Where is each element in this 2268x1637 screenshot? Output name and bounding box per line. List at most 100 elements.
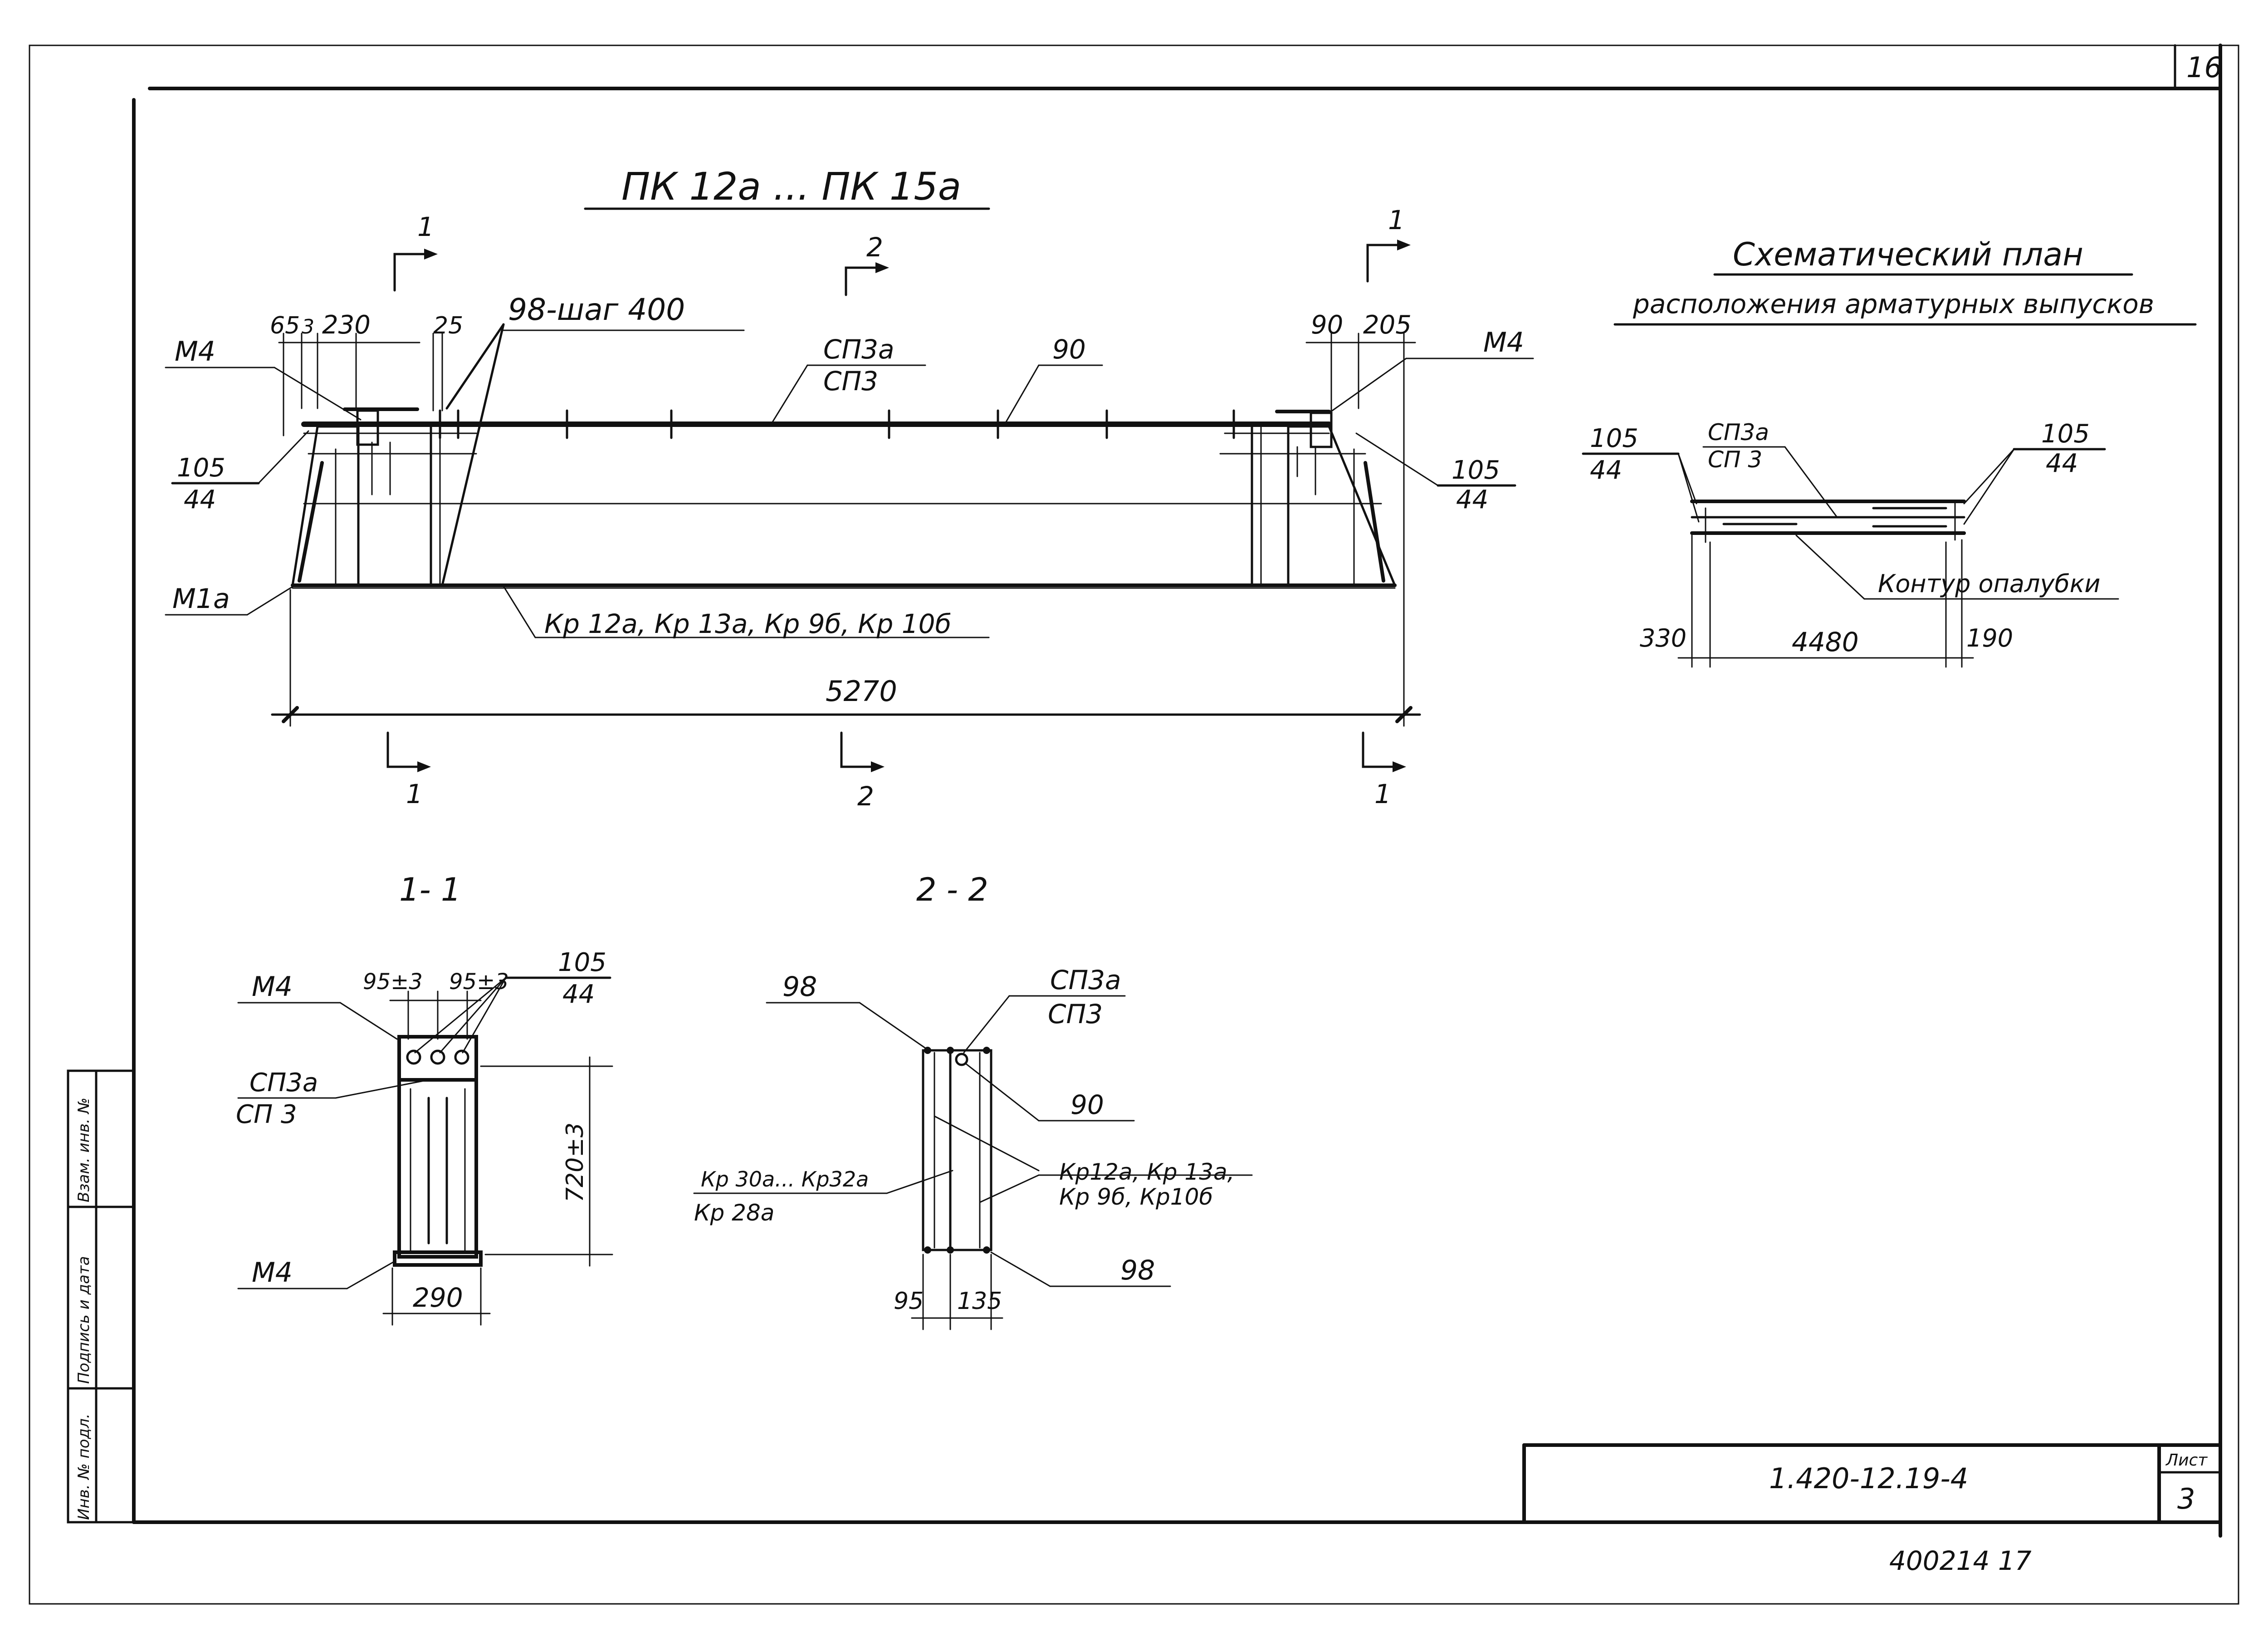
ref-44-right: 44 xyxy=(1456,485,1488,515)
leader xyxy=(934,1115,1040,1171)
ref-44-left: 44 xyxy=(184,485,216,515)
s22-sp3: СП3 xyxy=(1048,999,1103,1029)
side-stamp-replacement: Взам. инв. № xyxy=(75,1098,93,1202)
leader xyxy=(965,1063,1040,1122)
section-arrow xyxy=(417,761,431,772)
section-mark-label: 1 xyxy=(1374,779,1391,809)
leader xyxy=(339,1002,398,1040)
leader xyxy=(1963,448,2015,525)
plan-dim-330: 330 xyxy=(1640,624,1686,652)
leader xyxy=(246,584,296,616)
s22-frames-left-2: Кр 28а xyxy=(694,1200,774,1226)
sheet-number: 3 xyxy=(2177,1482,2195,1515)
section-arrow xyxy=(875,262,889,273)
section-marks-top: 1 2 1 xyxy=(393,205,1411,296)
m4-left-label: М4 xyxy=(175,336,215,368)
bar-step-label: 98-шаг 400 xyxy=(508,292,685,327)
s11-sp3a: СП3а xyxy=(249,1068,318,1098)
right-end-edge xyxy=(1364,461,1385,583)
bar-90-label: 90 xyxy=(1052,334,1086,365)
plan-ref-105-left: 105 xyxy=(1590,424,1638,453)
section-arrow xyxy=(1397,240,1411,250)
elevation-callouts: М4 105 44 М1а СП3а СП3 90 М4 105 44 xyxy=(165,327,1534,639)
section-mark-label: 2 xyxy=(866,232,883,263)
right-embedded-plate-m4 xyxy=(1310,412,1333,448)
dim-95-a: 95±3 xyxy=(363,969,423,995)
s11-m4-bottom: М4 xyxy=(252,1257,293,1289)
section-arrow xyxy=(424,249,438,260)
schematic-plan: Схематический план расположения арматурн… xyxy=(1582,236,2197,668)
section-2-2-body xyxy=(922,1049,992,1251)
section-mark-left-top xyxy=(393,253,425,292)
leader xyxy=(859,1002,926,1049)
leader xyxy=(346,1260,396,1289)
elevation-bar-ticks xyxy=(439,409,1235,439)
s22-bar-98-bottom: 98 xyxy=(1120,1255,1155,1286)
title-text: ПК 12а ... ПК 15а xyxy=(621,164,961,209)
bar-step-leader-1 xyxy=(445,323,505,410)
rod-dot xyxy=(947,1246,954,1254)
s22-frames-right-2: Кр 9б, Кр10б xyxy=(1059,1184,1213,1210)
footer-number: 400214 17 xyxy=(1889,1545,2032,1576)
plan-dim-4480: 4480 xyxy=(1792,627,1859,657)
elevation-top-dims: 65 3 230 25 98-шаг 400 90 205 xyxy=(270,292,1416,654)
dim-total: 5270 xyxy=(826,675,897,708)
section-mark-middle-top xyxy=(845,266,877,296)
section-arrow xyxy=(871,761,885,772)
dim-25: 25 xyxy=(433,312,463,339)
bar-step-leader-2 xyxy=(441,323,505,587)
rod-dot xyxy=(983,1246,990,1254)
dim-65: 65 xyxy=(270,312,300,339)
leader xyxy=(770,364,808,425)
section-arrow xyxy=(1393,761,1406,772)
s22-bar-90: 90 xyxy=(1070,1089,1104,1120)
leader xyxy=(462,977,507,1054)
leader xyxy=(414,977,507,1054)
dim-230: 230 xyxy=(322,310,371,340)
s22-dim-95: 95 xyxy=(894,1288,924,1315)
leader xyxy=(1355,432,1439,486)
s22-sp3a: СП3а xyxy=(1050,965,1121,995)
s22-dim-135: 135 xyxy=(957,1288,1002,1315)
section-1-1-bottom-plate xyxy=(393,1250,483,1267)
plan-ref-44-right: 44 xyxy=(2046,449,2078,478)
doc-code: 1.420-12.19-4 xyxy=(1769,1462,1968,1495)
frames-label: Кр 12а, Кр 13а, Кр 9б, Кр 10б xyxy=(544,608,951,639)
section-marks-bottom: 1 2 1 xyxy=(386,731,1406,812)
sp3a-label: СП3а xyxy=(823,334,894,365)
drawing-title: ПК 12а ... ПК 15а xyxy=(584,164,990,210)
s11-sp3: СП 3 xyxy=(236,1100,297,1129)
section-mark-label: 1 xyxy=(1388,205,1405,235)
outer-trim-border xyxy=(29,44,2239,1605)
dim-3: 3 xyxy=(302,315,314,338)
dim-tick xyxy=(282,706,299,723)
plan-title-2: расположения арматурных выпусков xyxy=(1633,289,2154,319)
dim-90: 90 xyxy=(1311,310,1343,340)
leader xyxy=(1963,448,2015,505)
section-2-2-title: 2 - 2 xyxy=(916,871,988,908)
s11-height: 720±3 xyxy=(562,1122,589,1202)
plan-contour: Контур опалубки xyxy=(1878,569,2100,598)
leader xyxy=(1004,364,1040,425)
side-stamp-signature: Подпись и дата xyxy=(75,1256,93,1384)
s11-ref-44: 44 xyxy=(562,980,595,1009)
left-end-edge xyxy=(298,461,324,583)
dim-tick xyxy=(1395,706,1413,723)
section-2-2: 2 - 2 98 СП3а СП3 90 Кр 30а... Кр32а Кр … xyxy=(693,871,1253,1330)
leader xyxy=(503,585,536,638)
s11-width: 290 xyxy=(413,1282,463,1313)
section-mark-middle-bottom xyxy=(840,731,872,768)
plan-ref-105-right: 105 xyxy=(2041,419,2090,449)
section-1-1-title: 1- 1 xyxy=(399,871,461,908)
side-stamp-box xyxy=(67,1069,135,1524)
leader xyxy=(886,1170,953,1194)
ref-105-right: 105 xyxy=(1452,456,1500,485)
side-stamp-inventory: Инв. № подл. xyxy=(75,1413,93,1520)
section-mark-left-bottom xyxy=(386,731,419,768)
plan-dim-190: 190 xyxy=(1966,624,2013,652)
plan-title-1: Схематический план xyxy=(1733,236,2083,273)
section-mark-right-top xyxy=(1366,244,1398,283)
rod-circle xyxy=(454,1049,469,1065)
s11-ref-105: 105 xyxy=(558,948,606,977)
